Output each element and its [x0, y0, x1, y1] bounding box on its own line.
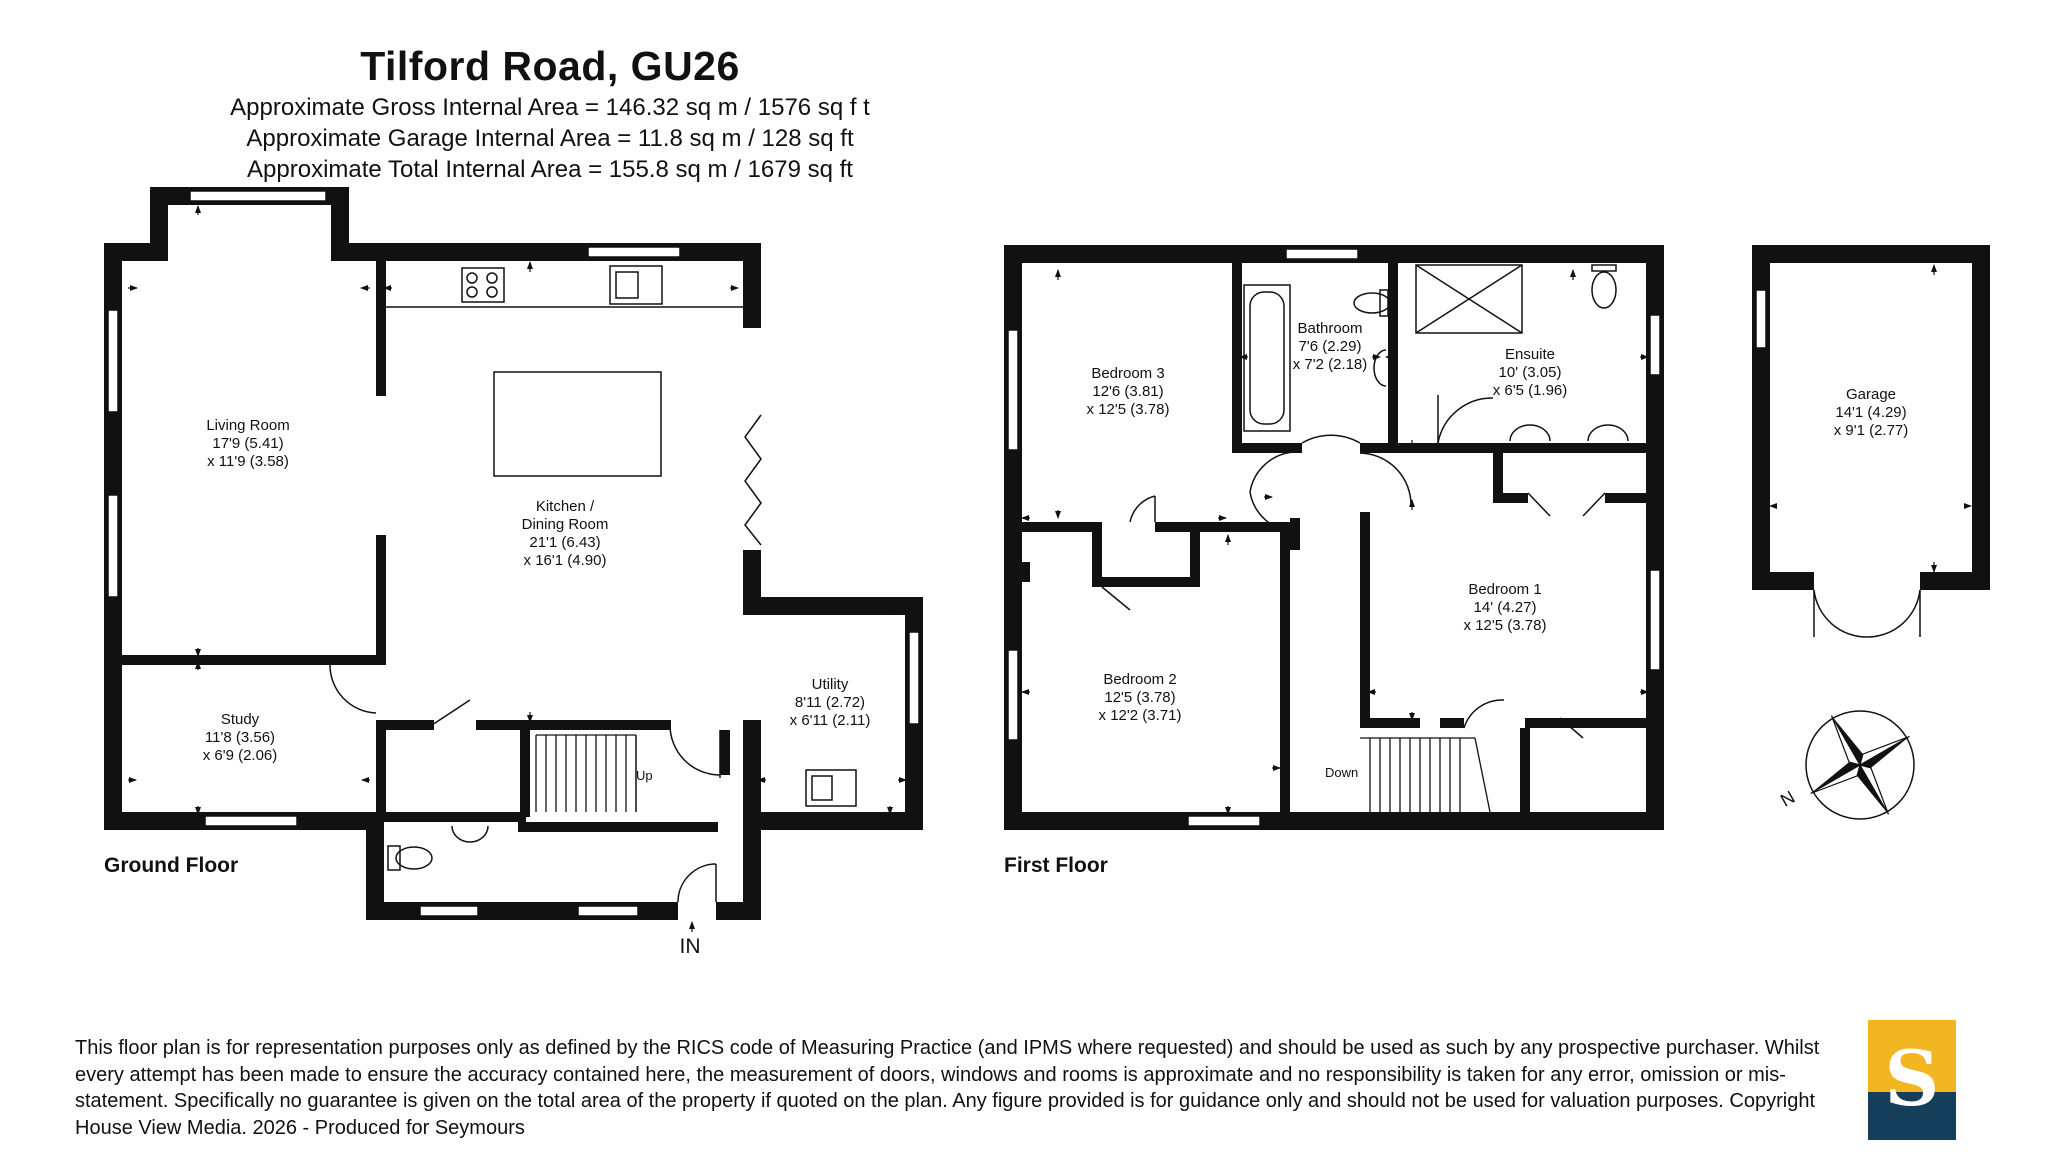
bedroom1-name: Bedroom 1 [1468, 581, 1541, 598]
ensuite-dim2: x 6'5 (1.96) [1493, 382, 1568, 399]
kitchen-sink-icon [609, 265, 663, 305]
first-floor-fixtures [1101, 264, 1629, 739]
garage-doors [1813, 589, 1921, 638]
garage-plan: Garage 14'1 (4.29) x 9'1 (2.77) [1752, 245, 1990, 638]
bathroom-name: Bathroom [1297, 320, 1362, 337]
bathroom-dim1: 7'6 (2.29) [1299, 338, 1362, 355]
ground-floor-label: Ground Floor [104, 854, 238, 877]
basin-icon [451, 825, 489, 843]
bedroom1-dim1: 14' (4.27) [1474, 599, 1537, 616]
bedroom1-dim2: x 12'5 (3.78) [1464, 617, 1547, 634]
study-dim1: 11'8 (3.56) [205, 729, 275, 746]
bedroom3-dim2: x 12'5 (3.78) [1087, 401, 1170, 418]
garage-area-text: Approximate Garage Internal Area = 11.8 … [246, 125, 854, 152]
ground-floor-walls [104, 187, 923, 920]
living-room-dim2: x 11'9 (3.58) [207, 453, 289, 470]
first-floor-plan: Bedroom 3 12'6 (3.81) x 12'5 (3.78) Bath… [1004, 245, 1664, 877]
kitchen-island [493, 371, 662, 477]
ground-floor-windows [107, 190, 920, 917]
garage-dim2: x 9'1 (2.77) [1834, 422, 1909, 439]
compass-rose: N [1777, 710, 1915, 820]
utility-sink-icon [805, 769, 857, 807]
garage-window [1755, 289, 1767, 349]
first-floor-windows [1007, 248, 1661, 827]
garage-name: Garage [1846, 386, 1896, 403]
bathroom-toilet-icon [1353, 292, 1391, 314]
ensuite-name: Ensuite [1505, 346, 1555, 363]
logo-top-band [1868, 1020, 1956, 1092]
kitchen-dim2: x 16'1 (4.90) [524, 552, 607, 569]
logo-bottom-band [1868, 1092, 1956, 1140]
ground-stairs-label: Up [636, 768, 653, 783]
disclaimer-text: This floor plan is for representation pu… [75, 1037, 1820, 1139]
utility-name: Utility [812, 676, 849, 693]
bedroom3-name: Bedroom 3 [1091, 365, 1164, 382]
garage-dim1: 14'1 (4.29) [1835, 404, 1906, 421]
ground-floor-doors [329, 664, 721, 903]
first-floor-label: First Floor [1004, 854, 1108, 877]
bedroom2-dim2: x 12'2 (3.71) [1099, 707, 1182, 724]
ensuite-toilet-icon [1591, 271, 1617, 309]
entrance-label: IN [680, 935, 701, 958]
first-floor-stairs [1360, 737, 1491, 813]
living-room-name: Living Room [206, 417, 289, 434]
bedroom2-dim1: 12'5 (3.78) [1104, 689, 1175, 706]
ground-floor-stairs [535, 734, 637, 812]
living-room-dim1: 17'9 (5.41) [212, 435, 283, 452]
utility-dim1: 8'11 (2.72) [795, 694, 865, 711]
total-area-text: Approximate Total Internal Area = 155.8 … [247, 156, 853, 183]
bedroom3-dim1: 12'6 (3.81) [1092, 383, 1163, 400]
compass-north-letter: N [1777, 787, 1798, 811]
study-dim2: x 6'9 (2.06) [203, 747, 278, 764]
bedroom2-name: Bedroom 2 [1103, 671, 1176, 688]
toilet-icon [395, 846, 433, 870]
first-floor-dimension-arrows [1021, 269, 1649, 815]
gross-area-text: Approximate Gross Internal Area = 146.32… [230, 94, 870, 121]
ground-floor-plan: Living Room 17'9 (5.41) x 11'9 (3.58) Ki… [104, 187, 923, 958]
kitchen-name-line2: Dining Room [522, 516, 609, 533]
header: Tilford Road, GU26 Approximate Gross Int… [0, 40, 1100, 185]
logo-letter: S [1884, 1034, 1940, 1123]
utility-dim2: x 6'11 (2.11) [790, 712, 871, 729]
study-name: Study [221, 711, 260, 728]
bath-icon [1243, 284, 1291, 432]
first-stairs-label: Down [1325, 765, 1358, 780]
kitchen-fixtures [386, 265, 762, 546]
wc-fixtures [387, 769, 857, 871]
page-title: Tilford Road, GU26 [360, 43, 740, 89]
kitchen-dim1: 21'1 (6.43) [529, 534, 600, 551]
kitchen-name-line1: Kitchen / [536, 498, 595, 515]
toilet-cistern-icon [387, 845, 401, 871]
ground-floor-dimension-arrows [128, 205, 907, 932]
bathroom-dim2: x 7'2 (2.18) [1293, 356, 1368, 373]
hob-icon [461, 267, 505, 303]
garage-dimension-arrows [1769, 264, 1972, 573]
ensuite-basin-2-icon [1587, 424, 1629, 442]
shower-tray-icon [1415, 264, 1523, 334]
ensuite-dim1: 10' (3.05) [1499, 364, 1562, 381]
bathroom-basin-icon [1373, 349, 1387, 387]
seymours-logo: S [1868, 1020, 1956, 1140]
ensuite-basin-icon [1509, 424, 1551, 442]
